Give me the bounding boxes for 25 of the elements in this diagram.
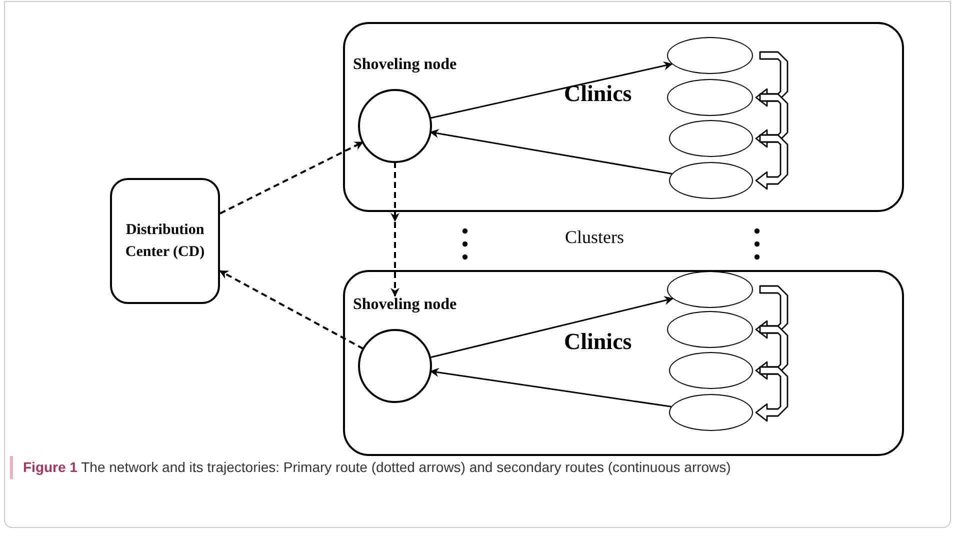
arrow: [430, 368, 672, 408]
cluster-label: Clinics: [564, 82, 632, 106]
cluster-label: Clinics: [564, 330, 632, 354]
u-turn-arrow: [755, 134, 788, 190]
node-label: Distribution Center (CD): [124, 221, 206, 262]
text-label: Clusters: [565, 227, 624, 248]
node-label: Shoveling node: [353, 56, 457, 74]
clinic-ellipse: [669, 352, 753, 389]
clinic-ellipse: [669, 394, 753, 431]
arrow: [430, 296, 674, 358]
clinic-ellipse: [667, 37, 753, 74]
clinic-ellipse: [669, 162, 753, 199]
node-label: Shoveling node: [353, 296, 457, 314]
dashed-arrow: [220, 141, 364, 214]
process-box: [110, 178, 220, 304]
dashed-arrow: [390, 162, 400, 297]
arrow: [430, 61, 673, 119]
clinic-ellipse: [667, 271, 753, 308]
arrow: [430, 129, 672, 174]
figure-caption: Figure 1 The network and its trajectories: Primary route (dotted arrows) and secondary routes (continuous arrows): [10, 456, 943, 479]
clinic-ellipse: [667, 311, 753, 348]
clinic-ellipse: [667, 79, 753, 116]
dashed-arrow: [219, 270, 364, 350]
u-turn-arrow: [755, 366, 788, 422]
clinic-ellipse: [669, 120, 753, 157]
